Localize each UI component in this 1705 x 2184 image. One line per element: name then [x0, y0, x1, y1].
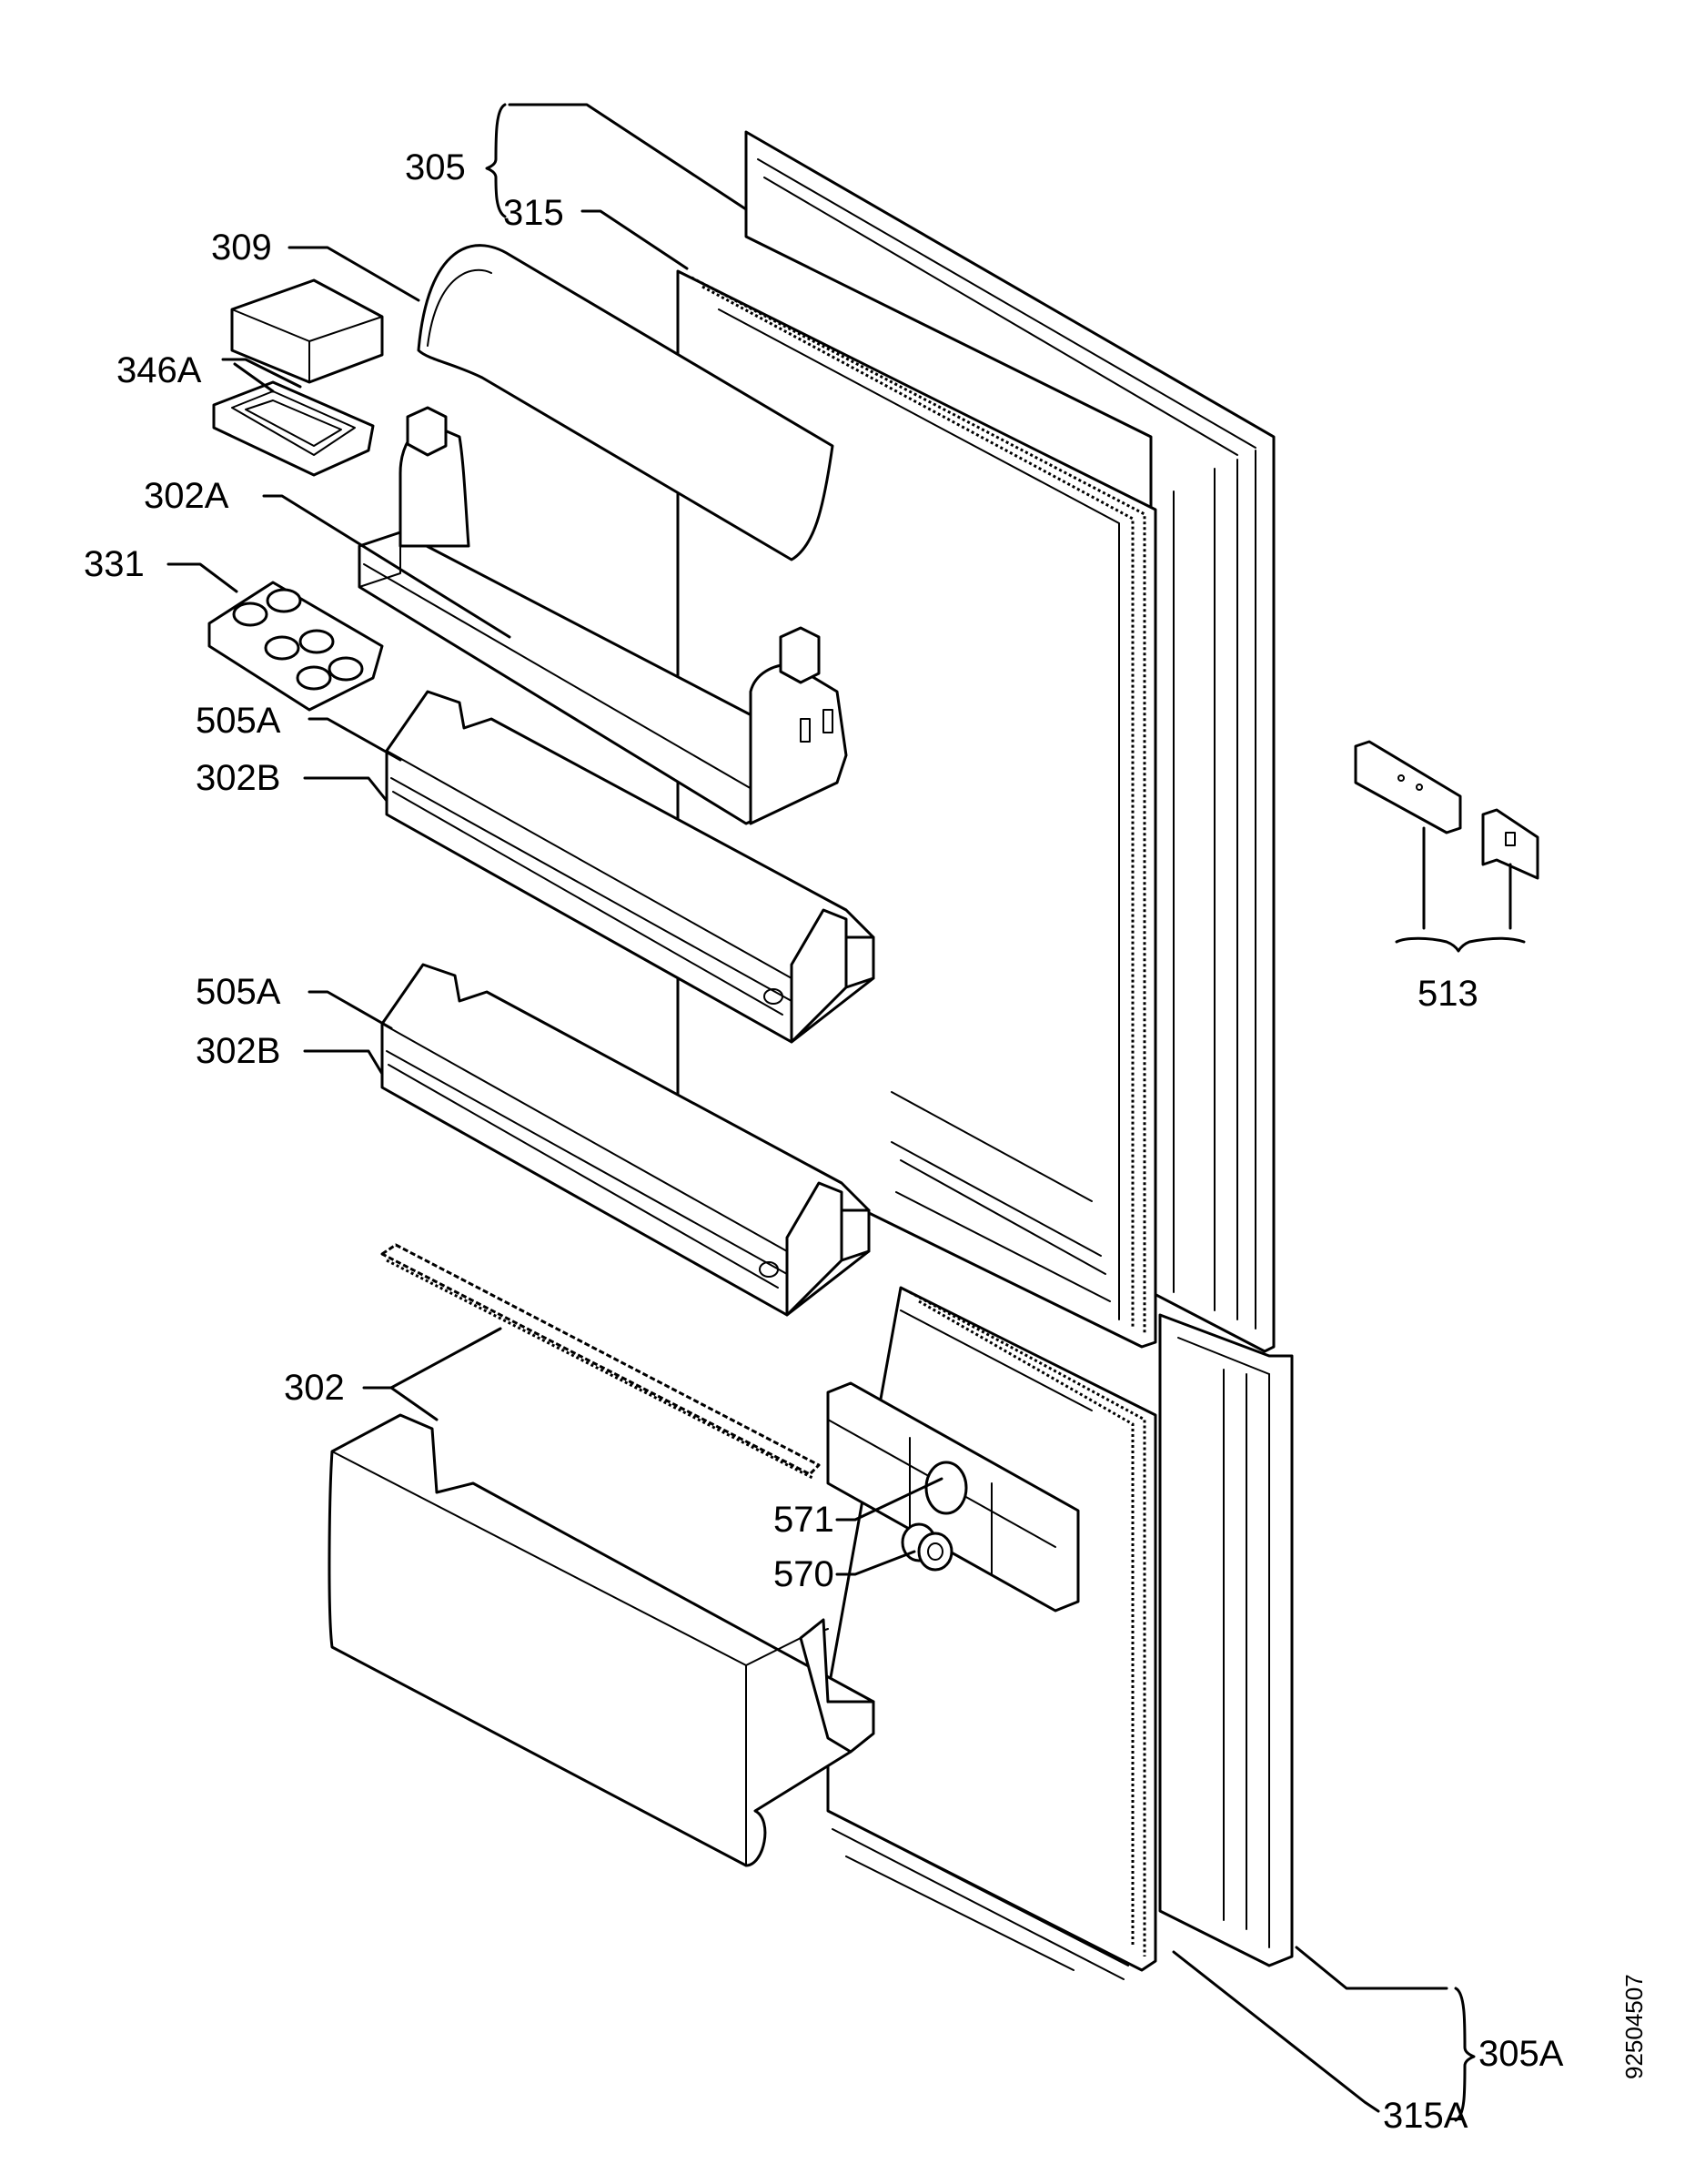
hinge-bracket-left — [1354, 740, 1462, 834]
leader-lines — [166, 103, 1526, 2122]
label-309: 309 — [211, 228, 272, 268]
part-labels: 305 315 309 346A 302A 331 505A 302B 505A… — [84, 147, 1564, 2136]
upper-door-panel — [744, 130, 1276, 1353]
lower-door-gasket — [826, 1286, 1157, 1980]
lower-door-panel — [1158, 1313, 1294, 1967]
drawing-number: 92504507 — [1620, 1974, 1648, 2079]
label-571: 571 — [773, 1500, 834, 1540]
thermostat-cover — [826, 1381, 1080, 1613]
thermostat-knob — [901, 1522, 953, 1572]
bottle-shelf-302b-upper — [385, 690, 875, 1044]
label-505a-upper: 505A — [196, 701, 281, 741]
bottle-shelf-302b-lower — [380, 963, 871, 1317]
label-505a-lower: 505A — [196, 972, 281, 1012]
hinge-bracket-right — [1481, 808, 1539, 880]
label-305a: 305A — [1478, 2034, 1564, 2074]
label-346a: 346A — [116, 350, 202, 390]
butter-tray — [212, 380, 375, 477]
label-302b-lower: 302B — [196, 1031, 280, 1071]
bottle-shelf-302 — [328, 1413, 875, 1867]
shelf-front-strip — [380, 1243, 821, 1481]
label-305: 305 — [405, 147, 466, 187]
label-302a: 302A — [144, 476, 229, 516]
label-315a: 315A — [1383, 2096, 1468, 2136]
label-302b-upper: 302B — [196, 758, 280, 798]
label-331: 331 — [84, 544, 145, 584]
label-315: 315 — [503, 193, 564, 233]
dairy-flap — [417, 244, 834, 561]
butter-box — [230, 278, 384, 384]
label-570: 570 — [773, 1554, 834, 1594]
egg-tray — [207, 581, 384, 712]
bottle-shelf-302a — [358, 406, 848, 825]
label-513: 513 — [1417, 974, 1478, 1014]
label-302: 302 — [284, 1368, 345, 1408]
